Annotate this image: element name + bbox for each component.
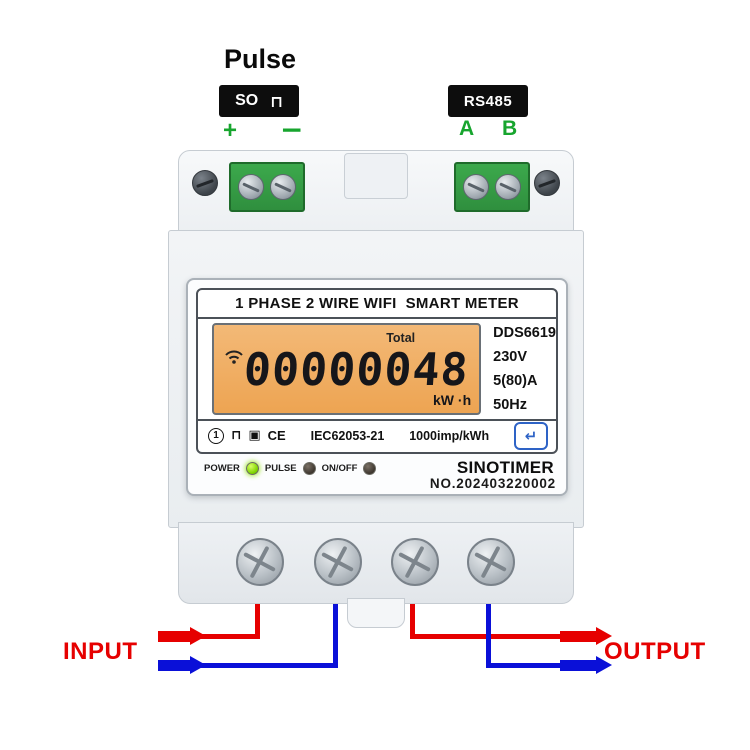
power-led — [245, 461, 259, 475]
so-minus-terminal-screw-icon — [270, 174, 297, 200]
spec-model: DDS6619 — [493, 325, 556, 341]
ce-mark: CE — [267, 428, 286, 443]
din-clip-top — [344, 153, 408, 199]
terminal-4-screw-icon — [467, 538, 515, 586]
output-live-wire — [410, 634, 596, 639]
pulse-led — [302, 461, 316, 475]
output-live-riser — [410, 598, 415, 639]
so-port-badge: SO ⊓ — [219, 85, 299, 117]
impulse-rate-label: 1000imp/kWh — [409, 428, 490, 443]
rs485-b-terminal-screw-icon — [495, 174, 522, 200]
lcd-reading: 00000048 — [242, 343, 471, 396]
serial-number: NO.202403220002 — [429, 476, 556, 491]
input-live-arrowhead-icon — [190, 627, 206, 645]
panel-frame: 1 PHASE 2 WIRE WIFI SMART METER Total 00… — [196, 288, 558, 454]
meter-title: 1 PHASE 2 WIRE WIFI SMART METER — [198, 290, 556, 319]
wifi-icon — [225, 350, 243, 364]
output-live-arrowhead-icon — [596, 627, 612, 645]
spec-current: 5(80)A — [493, 373, 538, 389]
status-leds: POWER PULSE ON/OFF — [204, 461, 377, 475]
input-neutral-arrow-shaft — [158, 660, 190, 671]
output-neutral-arrow-shaft — [560, 660, 596, 671]
lcd-total-label: Total — [386, 331, 416, 345]
certification-row: 1 ⊓ ▣ CE IEC62053-21 1000imp/kWh ↵ — [198, 419, 556, 450]
terminal-3-screw-icon — [391, 538, 439, 586]
led-brand-row: POWER PULSE ON/OFF SINOTIMER — [204, 458, 554, 478]
rs485-b-label: B — [502, 117, 518, 140]
output-neutral-wire — [486, 663, 596, 668]
power-led-label: POWER — [204, 462, 240, 474]
rs485-a-label: A — [459, 117, 475, 140]
onoff-led-label: ON/OFF — [321, 462, 358, 474]
so-terminal-block — [229, 162, 305, 212]
onoff-led — [363, 461, 377, 475]
accuracy-class-icon: 1 — [208, 427, 224, 444]
so-plus-terminal-screw-icon — [237, 174, 264, 200]
rs485-port-badge: RS485 — [448, 85, 528, 117]
standard-label: IEC62053-21 — [310, 428, 385, 443]
input-neutral-wire — [158, 663, 338, 668]
rs485-a-terminal-screw-icon — [462, 174, 489, 200]
output-neutral-riser — [486, 598, 491, 668]
output-label: OUTPUT — [604, 638, 706, 665]
enter-button: ↵ — [514, 421, 548, 450]
output-live-arrow-shaft — [560, 631, 596, 642]
terminal-1-screw-icon — [236, 538, 284, 586]
spec-voltage: 230V — [493, 349, 527, 365]
pulse-led-label: PULSE — [264, 462, 297, 474]
certification-marks: 1 ⊓ ▣ CE — [208, 427, 286, 444]
so-plus-label: + — [223, 117, 238, 144]
input-neutral-arrowhead-icon — [190, 656, 206, 674]
rs485-label: RS485 — [463, 92, 513, 110]
input-label: INPUT — [63, 638, 138, 665]
input-live-arrow-shaft — [158, 631, 190, 642]
double-insulation-icon: ▣ — [248, 428, 261, 443]
pulse-symbol-icon: ⊓ — [231, 428, 242, 443]
input-live-wire — [158, 634, 260, 639]
spec-frequency: 50Hz — [493, 397, 527, 413]
pulse-title: Pulse — [224, 44, 297, 74]
brand-label: SINOTIMER — [456, 458, 554, 477]
terminal-2-screw-icon — [314, 538, 362, 586]
lcd-unit-label: kW ·h — [433, 392, 472, 408]
rs485-terminal-block — [454, 162, 530, 212]
lcd-display: Total 00000048 kW ·h — [212, 323, 482, 415]
so-label: SO — [235, 92, 259, 109]
output-neutral-arrowhead-icon — [596, 656, 612, 674]
enter-icon: ↵ — [524, 426, 538, 445]
din-clip-bottom — [347, 598, 405, 628]
meter-front-panel: 1 PHASE 2 WIRE WIFI SMART METER Total 00… — [186, 278, 568, 496]
input-live-riser — [255, 598, 260, 636]
pulse-wave-icon: ⊓ — [270, 91, 283, 111]
input-neutral-riser — [333, 598, 338, 668]
top-left-screw-icon — [192, 170, 218, 196]
lcd-row: Total 00000048 kW ·h DDS6619 230V 5(80)A… — [198, 319, 556, 419]
so-minus-label: − — [280, 113, 304, 146]
spec-list: DDS6619 230V 5(80)A 50Hz — [493, 325, 556, 413]
top-right-screw-icon — [534, 170, 560, 196]
